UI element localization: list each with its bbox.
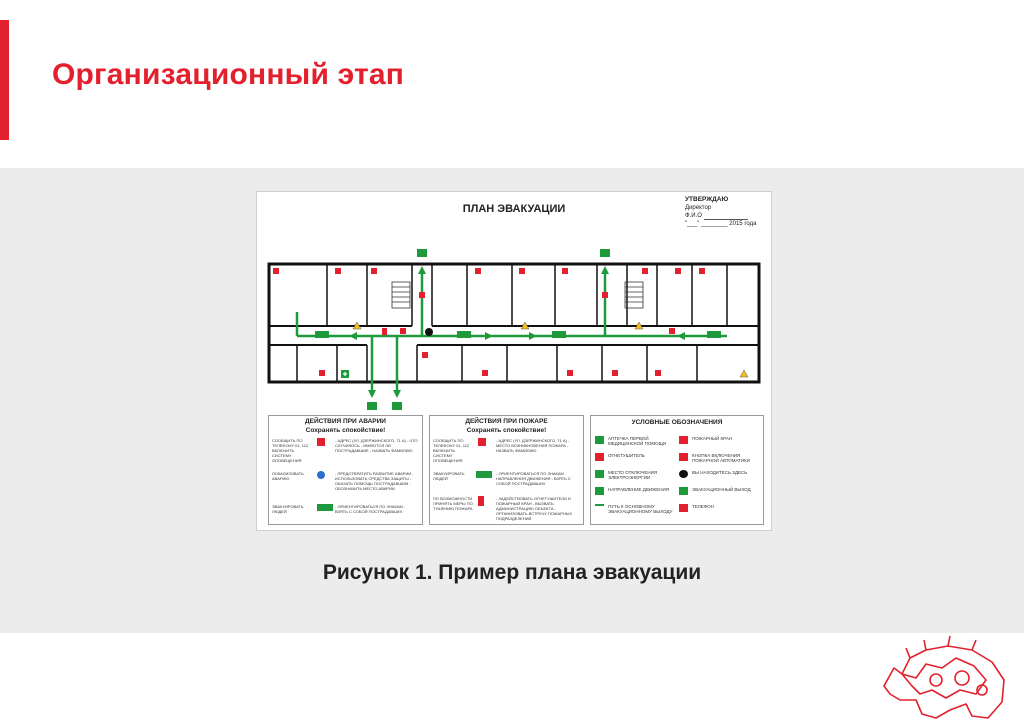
figure-caption: Рисунок 1. Пример плана эвакуации (322, 561, 702, 584)
fire-equipment-markers (382, 292, 675, 358)
bottom-room-walls (296, 345, 698, 382)
accident-step3-label: ЭВАКУИРОВАТЬ ЛЮДЕЙ (272, 504, 304, 514)
exit-icon (476, 471, 492, 478)
exit-signs (315, 249, 721, 410)
approval-line3: Ф.И.О (685, 213, 702, 219)
legend-item-label: ЭВАКУАЦИОННЫЙ ВЫХОД (692, 487, 751, 492)
accident-panel-title: ДЕЙСТВИЯ ПРИ АВАРИИ (305, 418, 386, 425)
phone-markers (273, 268, 705, 376)
evacuation-plan-figure: ПЛАН ЭВАКУАЦИИ УТВЕРЖДАЮ Директор Ф.И.О … (256, 191, 772, 531)
power-off-icon (595, 470, 604, 478)
exit-icon (317, 504, 333, 511)
stairs-left (391, 281, 411, 309)
extinguisher-icon (478, 496, 484, 506)
warning-markers (352, 321, 749, 378)
route-line-icon (595, 504, 604, 506)
plan-title: ПЛАН ЭВАКУАЦИИ (462, 203, 566, 215)
accident-step2-label: ЛОКАЛИЗОВАТЬ АВАРИЮ (272, 471, 304, 481)
accident-actions-panel: ДЕЙСТВИЯ ПРИ АВАРИИ Сохранять спокойстви… (268, 415, 423, 525)
direction-arrows (349, 266, 685, 398)
protection-icon (317, 471, 325, 479)
evacuation-route (295, 272, 727, 392)
legend-item-label: НАПРАВЛЕНИЕ ДВИЖЕНИЯ (608, 487, 669, 492)
legend-item-label: МЕСТО ОТКЛЮЧЕНИЯ ЭЛЕКТРОЭНЕРГИИ (608, 470, 658, 480)
accident-step2-text: - ПРЕДОТВРАТИТЬ РАЗВИТИЕ АВАРИИ - ИСПОЛЬ… (335, 471, 414, 491)
fire-panel-subtitle: Сохранять спокойствие! (466, 427, 547, 434)
fire-step3-label: ПО ВОЗМОЖНОСТИ ПРИНЯТЬ МЕРЫ ПО ТУШЕНИЮ П… (433, 496, 473, 511)
approval-line1: УТВЕРЖДАЮ (685, 196, 729, 203)
slide-title: Организационный этап (52, 58, 405, 91)
phone-icon (317, 438, 325, 446)
phone-icon (679, 504, 688, 512)
you-are-here-marker (425, 328, 433, 336)
legend-panel: УСЛОВНЫЕ ОБОЗНАЧЕНИЯ АПТЕЧКА ПЕРВОЙ МЕДИ… (590, 415, 764, 525)
accident-panel-subtitle: Сохранять спокойствие! (305, 427, 386, 434)
floor-plan (267, 249, 761, 410)
fire-step3-text: - ЗАДЕЙСТВОВАТЬ ОГНЕТУШИТЕЛИ И ПОЖАРНЫЙ … (496, 496, 573, 521)
approval-line2: Директор (685, 205, 712, 211)
extinguisher-icon (595, 453, 604, 461)
top-room-walls (326, 264, 728, 326)
legend-item-label: ПУТЬ К ОСНОВНОМУ ЭВАКУАЦИОННОМУ ВЫХОДУ (608, 504, 673, 514)
legend-title: УСЛОВНЫЕ ОБОЗНАЧЕНИЯ (631, 419, 723, 426)
fire-actions-panel: ДЕЙСТВИЯ ПРИ ПОЖАРЕ Сохранять спокойстви… (429, 415, 584, 525)
accent-bar (0, 20, 9, 140)
legend-item-label: ПОЖАРНЫЙ КРАН (692, 436, 733, 441)
legend-item-label: ТЕЛЕФОН (692, 504, 714, 509)
exit-icon (679, 487, 688, 495)
legend-item-label: АПТЕЧКА ПЕРВОЙ МЕДИЦИНСКОЙ ПОМОЩИ (608, 436, 667, 446)
building-outline (267, 262, 761, 384)
alarm-button-icon (679, 453, 688, 461)
accident-step1-label: СООБЩИТЬ ПО ТЕЛЕФОНУ 01, 112 ВКЛЮЧИТЬ СИ… (272, 438, 309, 463)
phone-icon (478, 438, 486, 446)
fire-step1-label: СООБЩИТЬ ПО ТЕЛЕФОНУ 01, 112 ВКЛЮЧИТЬ СИ… (433, 438, 470, 463)
stairs-right (624, 281, 644, 309)
fire-step1-text: - АДРЕС (УЛ. ДЗЕРЖИНСКОГО, 71 А) - МЕСТО… (496, 438, 570, 453)
direction-icon (595, 487, 604, 495)
approval-line4: "___" ________ 2015 года (685, 221, 757, 227)
fire-step2-label: ЭВАКУИРОВАТЬ ЛЮДЕЙ (433, 471, 465, 481)
rhino-logo (883, 635, 1005, 719)
fire-panel-title: ДЕЙСТВИЯ ПРИ ПОЖАРЕ (465, 418, 548, 425)
approval-block: УТВЕРЖДАЮ Директор Ф.И.О "___" ________ … (685, 196, 756, 228)
legend-item-label: ВЫ НАХОДИТЕСЬ ЗДЕСЬ (692, 470, 748, 475)
fire-hydrant-icon (679, 436, 688, 444)
legend-item-label: КНОПКА ВКЛЮЧЕНИЯ ПОЖАРНОЙ АВТОМАТИКИ (692, 453, 751, 463)
first-aid-icon (595, 436, 604, 444)
accident-step1-text: - АДРЕС (УЛ. ДЗЕРЖИНСКОГО, 71 А) - ЧТО С… (335, 438, 418, 453)
legend-item-label: ОГНЕТУШИТЕЛЬ (608, 453, 645, 458)
you-are-here-icon (679, 470, 688, 478)
accident-step3-text: - ОРИЕНТИРОВАТЬСЯ ПО ЗНАКАМ - ВЗЯТЬ С СО… (335, 504, 406, 514)
fire-step2-text: - ОРИЕНТИРОВАТЬСЯ ПО ЗНАКАМ НАПРАВЛЕНИЯ … (496, 471, 571, 486)
